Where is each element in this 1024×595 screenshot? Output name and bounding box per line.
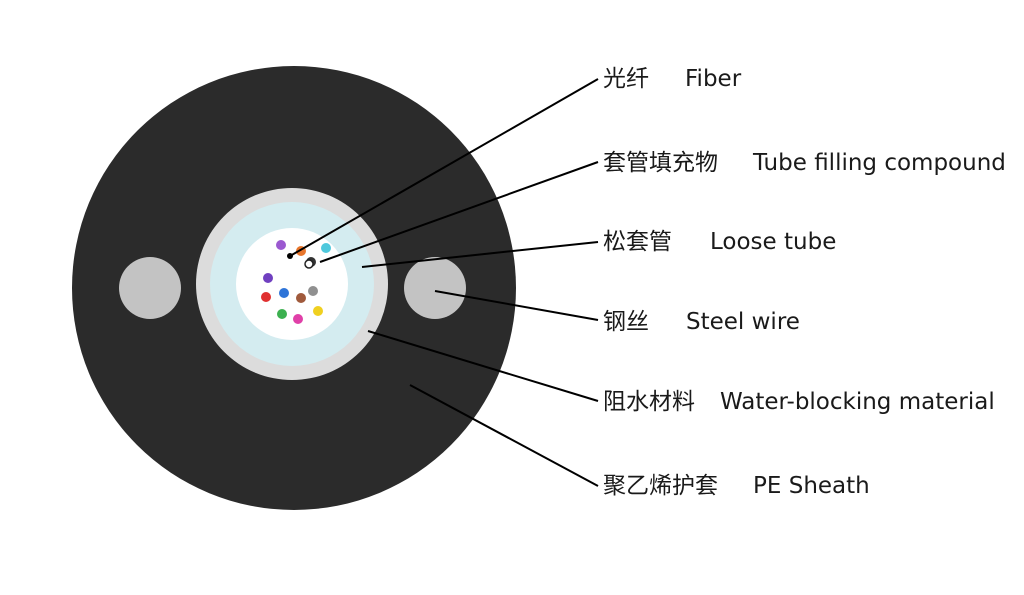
leader-line-steel-wire: [434, 290, 599, 321]
leader-line-water-blocking: [367, 330, 599, 402]
fiber-dot: [279, 288, 289, 298]
label-fiber-en: Fiber: [685, 66, 742, 92]
fiber-dot: [296, 293, 306, 303]
fiber-dot: [293, 314, 303, 324]
label-water-blocking-en: Water-blocking material: [720, 389, 995, 415]
fiber-dot: [321, 243, 331, 253]
leader-line-loose-tube: [361, 241, 599, 268]
steel-wire-right: [404, 257, 466, 319]
label-pe-sheath-zh: 聚乙烯护套: [603, 473, 718, 499]
leader-line-tube-filling: [319, 161, 599, 263]
optical-fibers-group: [261, 240, 331, 324]
label-loose-tube-en: Loose tube: [710, 229, 837, 255]
fiber-marker-ring: [304, 259, 314, 269]
label-tube-filling-en: Tube filling compound: [753, 150, 1006, 176]
leader-lines-group: [287, 78, 599, 487]
steel-wire-left: [119, 257, 181, 319]
leader-line-fiber: [289, 78, 599, 257]
leader-line-pe-sheath: [409, 384, 599, 487]
label-steel-wire-en: Steel wire: [686, 309, 800, 335]
label-pe-sheath-en: PE Sheath: [753, 473, 870, 499]
fiber-dot: [263, 273, 273, 283]
fiber-dot: [261, 292, 271, 302]
fiber-dot: [277, 309, 287, 319]
label-steel-wire-zh: 钢丝: [603, 309, 649, 335]
fiber-dot: [313, 306, 323, 316]
label-tube-filling-zh: 套管填充物: [603, 150, 718, 176]
label-water-blocking-zh: 阻水材料: [603, 389, 695, 415]
tube-filling-compound-area: [236, 228, 348, 340]
fiber-dot: [308, 286, 318, 296]
fiber-dot: [276, 240, 286, 250]
label-loose-tube-zh: 松套管: [603, 229, 672, 255]
leader-anchor-dot: [287, 253, 293, 259]
label-fiber-zh: 光纤: [603, 66, 649, 92]
